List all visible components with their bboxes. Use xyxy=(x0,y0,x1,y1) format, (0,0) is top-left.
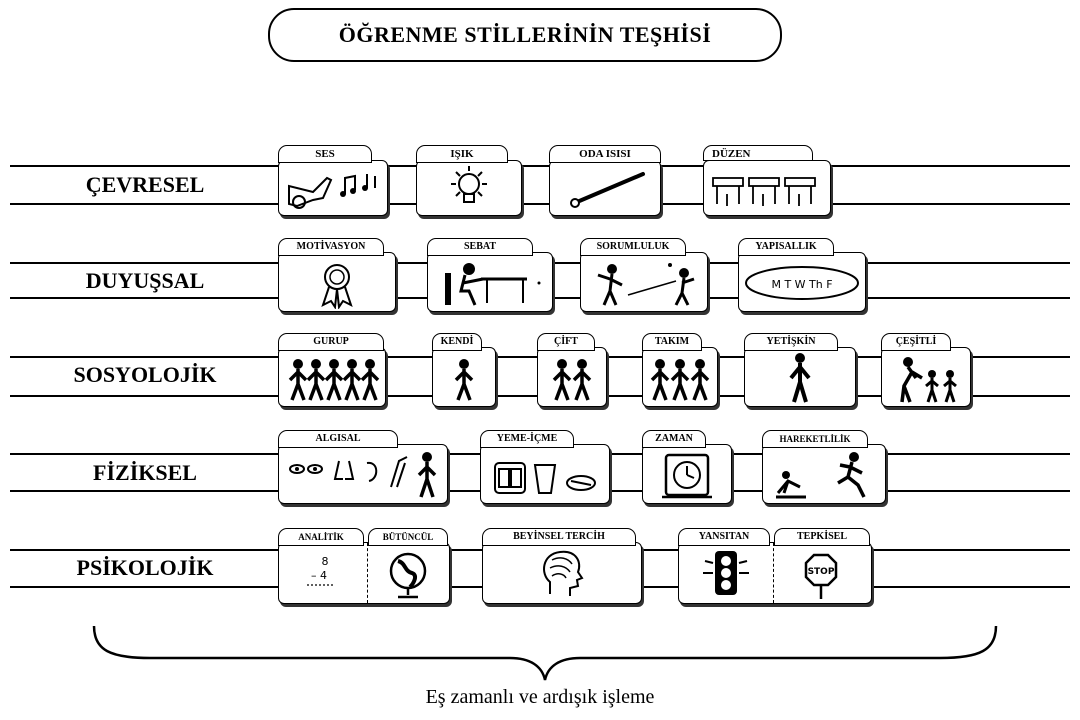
tab-oda-isisi: ODA ISISI xyxy=(549,145,661,163)
card-room-temperature xyxy=(549,160,661,216)
tab-motivasyon: MOTİVASYON xyxy=(278,238,384,256)
tab-takim: TAKIM xyxy=(642,333,702,351)
student-at-desk-icon xyxy=(428,253,552,311)
math-top: 8 xyxy=(322,555,329,568)
adult-children-icon xyxy=(882,348,970,406)
light-bulb-icon xyxy=(417,161,521,215)
adult-person-icon xyxy=(745,348,855,406)
card-persistence xyxy=(427,252,553,312)
card-time xyxy=(642,444,732,504)
card-light xyxy=(416,160,522,216)
card-mobility xyxy=(762,444,886,504)
stop-text: STOP xyxy=(808,567,835,577)
footer-caption: Eş zamanlı ve ardışık işleme xyxy=(425,686,655,708)
row-label-fiziksel: FİZİKSEL xyxy=(93,460,197,485)
tab-analitik: ANALİTİK xyxy=(278,528,364,546)
tab-butuncul: BÜTÜNCÜL xyxy=(368,528,448,546)
award-ribbon-icon xyxy=(279,253,395,311)
card-sound xyxy=(278,160,388,216)
divider xyxy=(367,543,368,603)
curly-brace xyxy=(92,625,998,681)
math-icon: 8 – 4 xyxy=(279,543,367,603)
tab-sorumluluk: SORUMLULUK xyxy=(580,238,686,256)
moving-people-icon xyxy=(763,445,885,503)
pair-people-icon xyxy=(538,348,606,406)
globe-icon xyxy=(368,543,449,603)
food-drink-icon xyxy=(481,445,609,503)
tab-duzen: DÜZEN xyxy=(703,145,813,161)
tab-gurup: GURUP xyxy=(278,333,384,351)
tab-yeme-icme: YEME-İÇME xyxy=(480,430,574,448)
schedule-icon: M T W Th F xyxy=(739,253,865,311)
tab-hareketlilik: HAREKETLİLİK xyxy=(762,430,868,448)
card-brain-preference xyxy=(482,542,642,604)
tennis-players-icon xyxy=(581,253,707,311)
group-people-icon xyxy=(279,348,385,406)
clock-icon xyxy=(643,445,731,503)
tab-yansitan: YANSITAN xyxy=(678,528,770,546)
card-motivation xyxy=(278,252,396,312)
tab-zaman: ZAMAN xyxy=(642,430,706,448)
tab-cift: ÇİFT xyxy=(537,333,595,351)
team-people-icon xyxy=(643,348,717,406)
row-label-duyussal: DUYUŞSAL xyxy=(85,268,205,293)
row-label-cevresel: ÇEVRESEL xyxy=(85,172,205,197)
card-pair xyxy=(537,347,607,407)
row-line xyxy=(10,203,1070,205)
sound-icon xyxy=(279,161,387,215)
card-group xyxy=(278,347,386,407)
desks-icon xyxy=(704,161,830,215)
card-analytic-holistic: 8 – 4 xyxy=(278,542,450,604)
days-label: M T W Th F xyxy=(771,278,832,291)
tab-ses: SES xyxy=(278,145,372,163)
senses-icon xyxy=(279,445,447,503)
row-line xyxy=(10,165,1070,167)
card-self xyxy=(432,347,496,407)
stop-sign-icon: STOP xyxy=(774,543,871,603)
card-responsibility xyxy=(580,252,708,312)
traffic-light-icon xyxy=(679,543,773,603)
tab-beyinsel-tercih: BEYİNSEL TERCİH xyxy=(482,528,636,546)
divider xyxy=(773,543,774,603)
tab-isik: IŞIK xyxy=(416,145,508,163)
tab-yetiskin: YETİŞKİN xyxy=(744,333,838,351)
card-team xyxy=(642,347,718,407)
card-adult xyxy=(744,347,856,407)
tab-kendi: KENDİ xyxy=(432,333,482,351)
tab-tepkisel: TEPKİSEL xyxy=(774,528,870,546)
card-perceptual xyxy=(278,444,448,504)
person-icon xyxy=(433,348,495,406)
card-eating-drinking xyxy=(480,444,610,504)
card-order xyxy=(703,160,831,216)
page-title: ÖĞRENME STİLLERİNİN TEŞHİSİ xyxy=(268,8,782,62)
tab-sebat: SEBAT xyxy=(427,238,533,256)
tab-yapisallik: YAPISALLIK xyxy=(738,238,834,256)
row-label-sosyolojik: SOSYOLOJİK xyxy=(73,362,217,387)
thermometer-icon xyxy=(550,161,660,215)
tab-cesitli: ÇEŞİTLİ xyxy=(881,333,951,351)
card-various xyxy=(881,347,971,407)
math-bottom: – 4 xyxy=(311,569,327,582)
row-label-psikolojik: PSİKOLOJİK xyxy=(76,555,214,580)
head-profile-icon xyxy=(483,543,641,603)
tab-algisal: ALGISAL xyxy=(278,430,398,448)
card-reflective-impulsive: STOP xyxy=(678,542,872,604)
card-structure: M T W Th F xyxy=(738,252,866,312)
